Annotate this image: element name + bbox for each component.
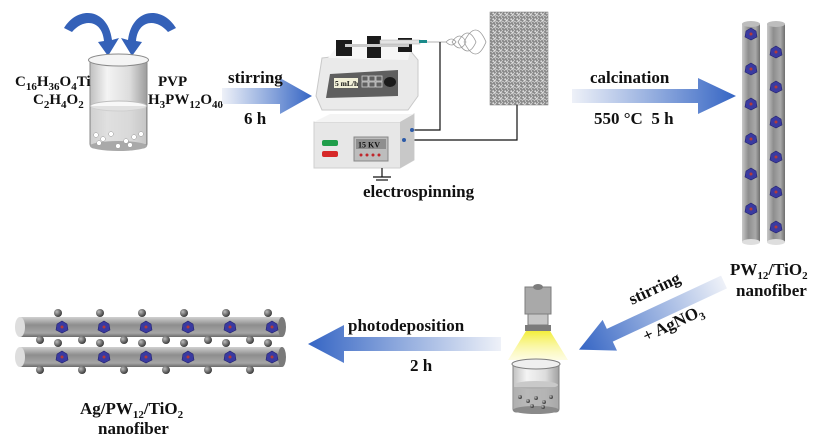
reagent-acetic-acid: C2H4O2 bbox=[33, 92, 84, 111]
ag-nanoparticle bbox=[36, 366, 44, 374]
ag-nanoparticle bbox=[180, 339, 188, 347]
horizontal-fiber bbox=[15, 339, 286, 374]
pw12-tio2-fibers bbox=[742, 21, 785, 245]
ag-pw12-tio2-sublabel: nanofiber bbox=[98, 419, 169, 438]
pw12-cluster-icon bbox=[744, 62, 758, 76]
pump-display: 5 mL/h bbox=[335, 79, 359, 88]
ag-nanoparticle bbox=[78, 366, 86, 374]
arrow-photodeposition-label: photodeposition bbox=[348, 316, 465, 335]
precursor-beaker bbox=[64, 12, 176, 151]
pw12-cluster-icon bbox=[139, 350, 153, 364]
arrow-stirring-label: stirring bbox=[228, 68, 283, 87]
pw12-cluster-icon bbox=[744, 97, 758, 111]
ag-pw12-tio2-label: Ag/PW12/TiO2 bbox=[80, 399, 184, 421]
ag-nanoparticle bbox=[162, 366, 170, 374]
ag-nanoparticle bbox=[264, 309, 272, 317]
pw12-cluster-icon bbox=[265, 320, 279, 334]
ag-nanoparticle bbox=[264, 339, 272, 347]
arrow-calcination-label: calcination bbox=[590, 68, 670, 87]
light-beam bbox=[508, 331, 568, 360]
ag-nanoparticle bbox=[138, 339, 146, 347]
ag-nanoparticle bbox=[36, 336, 44, 344]
arrow-stirring-time: 6 h bbox=[244, 109, 267, 128]
fiber-jet bbox=[427, 29, 487, 55]
hv-power-supply bbox=[313, 113, 415, 181]
ag-nanoparticle bbox=[96, 339, 104, 347]
voltage-display: 15 KV bbox=[358, 141, 380, 150]
pw12-cluster-icon bbox=[181, 350, 195, 364]
ag-nanoparticle bbox=[96, 309, 104, 317]
reagent-pvp: PVP bbox=[158, 74, 187, 90]
pw12-cluster-icon bbox=[744, 132, 758, 146]
pw12-cluster-icon bbox=[55, 320, 69, 334]
pw12-cluster-icon bbox=[769, 115, 783, 129]
reagent-tbot: C16H36O4Ti bbox=[15, 74, 91, 93]
ag-nanoparticle bbox=[246, 336, 254, 344]
arrow-photodeposition bbox=[308, 325, 501, 363]
pw12-cluster-icon bbox=[769, 80, 783, 94]
photoreactor bbox=[508, 284, 568, 414]
pw12-cluster-icon bbox=[55, 350, 69, 364]
collector-mat bbox=[489, 11, 549, 106]
pw12-cluster-icon bbox=[97, 320, 111, 334]
pw12-cluster-icon bbox=[744, 202, 758, 216]
arrow-calcination-conditions: 550 °C 5 h bbox=[594, 109, 674, 128]
curved-arrow-right-icon bbox=[121, 12, 176, 56]
ag-nanoparticle bbox=[78, 336, 86, 344]
pw12-tio2-sublabel: nanofiber bbox=[736, 281, 807, 300]
arrow-stirring bbox=[222, 78, 312, 114]
curved-arrow-left-icon bbox=[64, 12, 119, 56]
pw12-cluster-icon bbox=[97, 350, 111, 364]
ag-nanoparticle bbox=[162, 336, 170, 344]
arrow-photodeposition-time: 2 h bbox=[410, 356, 433, 375]
reagent-hpw: H3PW12O40 bbox=[148, 92, 224, 111]
pw12-cluster-icon bbox=[769, 45, 783, 59]
ag-nanoparticle bbox=[204, 366, 212, 374]
pw12-cluster-icon bbox=[223, 320, 237, 334]
pw12-cluster-icon bbox=[769, 220, 783, 234]
red-button bbox=[322, 151, 338, 157]
ag-nanoparticle bbox=[54, 309, 62, 317]
hv-wires bbox=[404, 42, 518, 141]
ag-pw12-tio2-fibers bbox=[15, 309, 286, 374]
electrospinning-label: electrospinning bbox=[363, 182, 475, 201]
ag-nanoparticle bbox=[120, 336, 128, 344]
arrow-stirring-agno3 bbox=[578, 275, 727, 351]
vertical-fiber bbox=[767, 21, 785, 245]
vertical-fiber bbox=[742, 21, 760, 245]
ag-nanoparticle bbox=[222, 339, 230, 347]
pw12-cluster-icon bbox=[769, 185, 783, 199]
syringe-pump bbox=[315, 36, 427, 111]
ag-nanoparticle bbox=[180, 309, 188, 317]
ag-nanoparticle bbox=[54, 339, 62, 347]
arrow-calcination bbox=[572, 78, 736, 114]
ag-nanoparticle bbox=[204, 336, 212, 344]
pw12-tio2-label: PW12/TiO2 bbox=[730, 260, 808, 282]
ground-icon bbox=[373, 168, 391, 181]
pw12-cluster-icon bbox=[223, 350, 237, 364]
green-button bbox=[322, 140, 338, 146]
pw12-cluster-icon bbox=[744, 27, 758, 41]
ag-nanoparticle bbox=[246, 366, 254, 374]
ag-nanoparticle bbox=[138, 309, 146, 317]
pw12-cluster-icon bbox=[769, 150, 783, 164]
pw12-cluster-icon bbox=[139, 320, 153, 334]
ag-nanoparticle bbox=[120, 366, 128, 374]
ag-nanoparticle bbox=[222, 309, 230, 317]
pw12-cluster-icon bbox=[265, 350, 279, 364]
pw12-cluster-icon bbox=[181, 320, 195, 334]
pw12-cluster-icon bbox=[744, 167, 758, 181]
horizontal-fiber bbox=[15, 309, 286, 344]
